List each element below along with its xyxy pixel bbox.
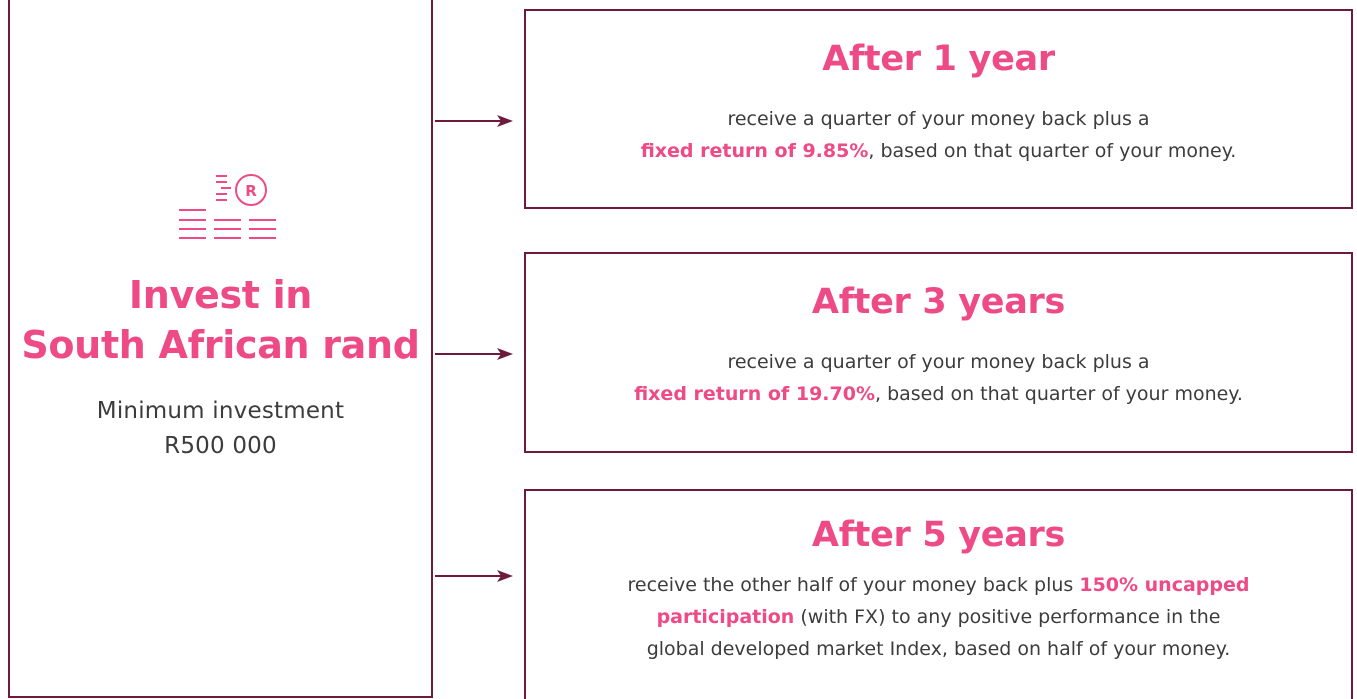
year1-line2: fixed return of 9.85%, based on that qua… [526, 135, 1351, 167]
year1-fixed-return: fixed return of 9.85% [640, 140, 869, 162]
year5-box: After 5 years receive the other half of … [524, 489, 1353, 699]
minimum-investment: Minimum investment R500 000 [10, 394, 431, 464]
arrow-to-year5-icon [435, 570, 513, 582]
year3-box: After 3 years receive a quarter of your … [524, 252, 1353, 453]
minimum-investment-value: R500 000 [164, 433, 277, 459]
year1-box: After 1 year receive a quarter of your m… [524, 9, 1353, 209]
invest-title-line2: South African rand [21, 323, 420, 367]
year5-pre: receive the other half of your money bac… [627, 574, 1080, 596]
year5-line3: global developed market Index, based on … [646, 638, 1231, 660]
invest-title: Invest in South African rand [10, 270, 431, 370]
rand-coins-icon: R [179, 174, 276, 239]
rand-symbol: R [245, 182, 257, 200]
year5-line2: participation (with FX) to any positive … [526, 601, 1351, 633]
invest-panel: R Invest in South African rand Minimum i… [8, 0, 433, 698]
year1-rest: , based on that quarter of your money. [868, 140, 1237, 162]
arrow-to-year3-icon [435, 348, 513, 360]
year3-line1: receive a quarter of your money back plu… [727, 351, 1150, 373]
year5-mid: (with FX) to any positive performance in… [794, 606, 1221, 628]
year3-title: After 3 years [811, 282, 1066, 322]
year5-participation-a: 150% uncapped [1079, 574, 1250, 596]
year3-rest: , based on that quarter of your money. [874, 383, 1243, 405]
year5-description: receive the other half of your money bac… [526, 569, 1351, 665]
arrow-to-year1-icon [435, 115, 513, 127]
invest-title-line1: Invest in [128, 273, 313, 317]
year1-title: After 1 year [822, 39, 1055, 79]
year1-line1: receive a quarter of your money back plu… [727, 108, 1150, 130]
year5-title: After 5 years [811, 515, 1066, 555]
year3-fixed-return: fixed return of 19.70% [634, 383, 875, 405]
year5-participation-b: participation [656, 606, 795, 628]
year5-line1: receive the other half of your money bac… [526, 569, 1351, 601]
year3-description: receive a quarter of your money back plu… [526, 346, 1351, 410]
year3-line2: fixed return of 19.70%, based on that qu… [526, 378, 1351, 410]
minimum-investment-label: Minimum investment [96, 398, 345, 424]
year1-description: receive a quarter of your money back plu… [526, 103, 1351, 167]
